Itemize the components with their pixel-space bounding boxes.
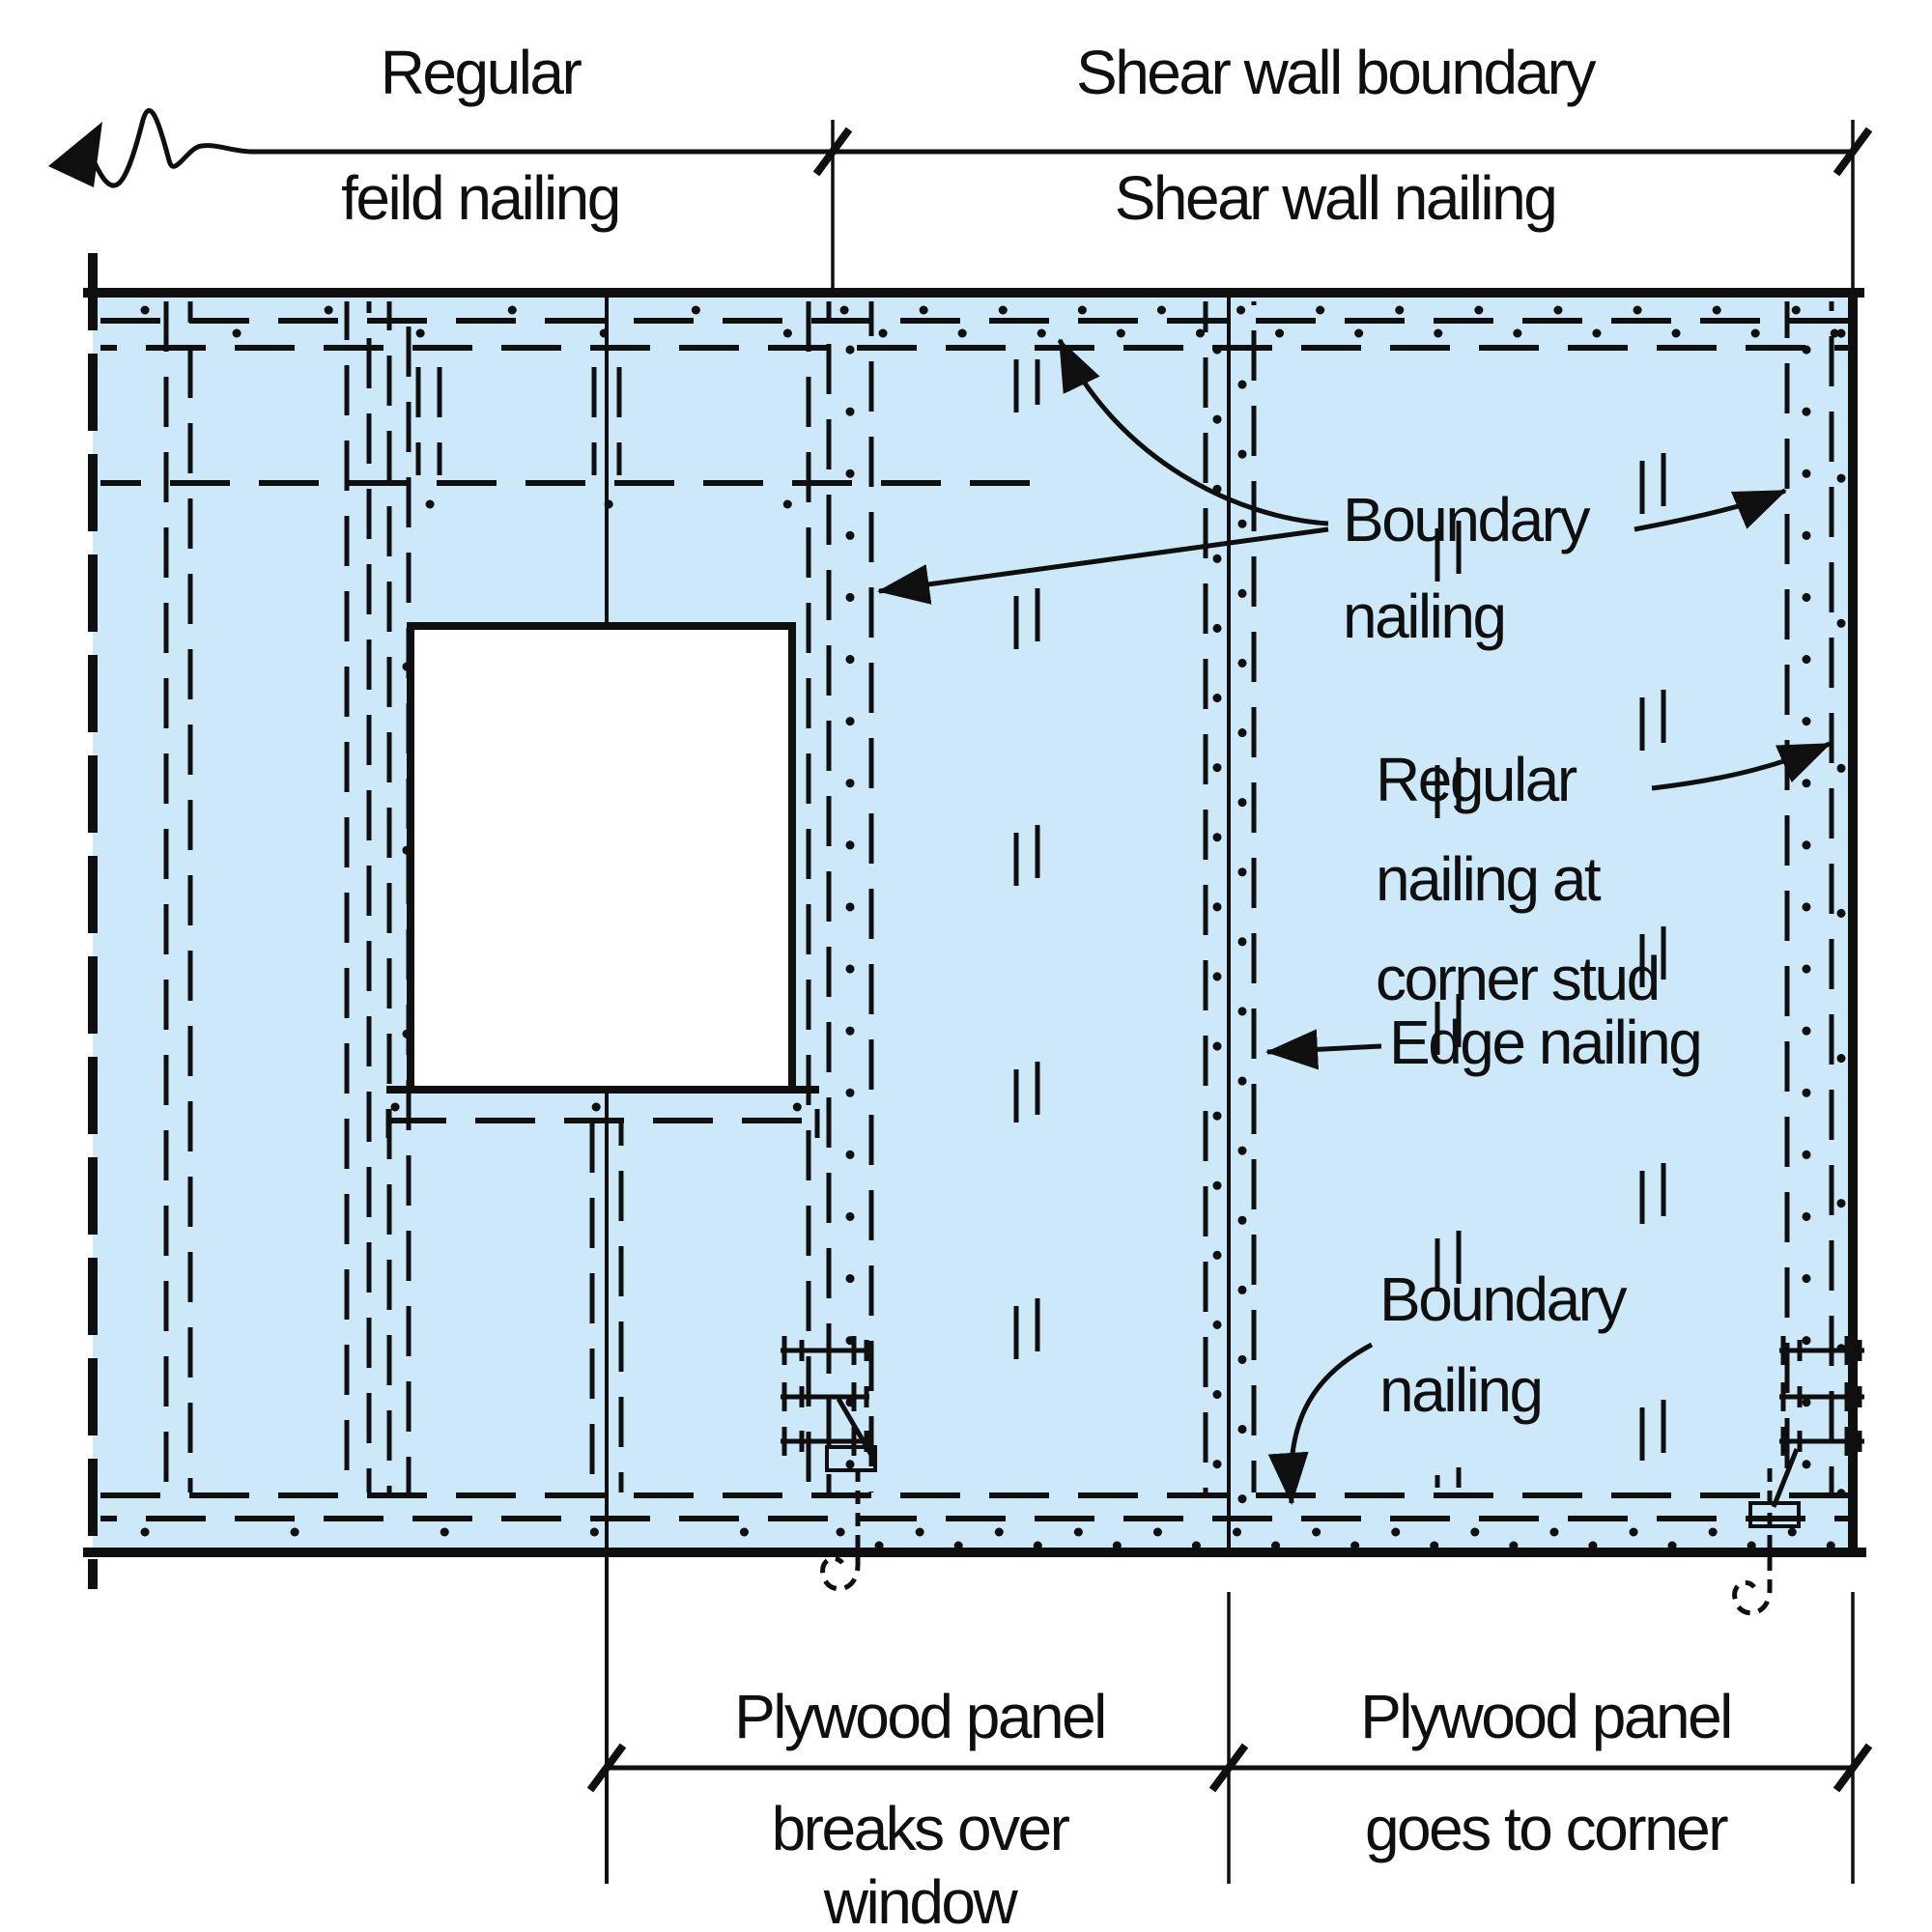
hold-down-bracket <box>825 1445 877 1472</box>
arrow-to-corner-boundary-nailing <box>1634 488 1787 532</box>
dim-label-goes-to-corner: goes to corner <box>1364 1794 1729 1863</box>
wall-sheathing-fill <box>93 292 1857 1553</box>
dim-label-shear-wall-nailing: Shear wall nailing <box>1114 163 1558 233</box>
dim-label-feild-nailing: feild nailing <box>341 163 621 233</box>
dim-label-regular: Regular <box>380 38 582 107</box>
dim-label-plywood-panel-left: Plywood panel <box>734 1682 1107 1751</box>
anchor-bolts-icon <box>1779 1336 1864 1456</box>
bottom-dimension <box>586 1592 1873 1884</box>
dim-label-shear-wall-boundary: Shear wall boundary <box>1076 38 1596 107</box>
arrow-to-corner-stud-nailing <box>1651 741 1832 791</box>
callout-regular-nailing-corner-stud: Regular nailing at corner stud <box>1376 745 1661 1013</box>
anchor-bolts-icon <box>781 1336 869 1456</box>
field-studs-left <box>163 301 624 1492</box>
squiggle-arrowhead-icon <box>48 122 102 187</box>
arrow-to-edge-nailing <box>1265 1029 1382 1070</box>
shear-interior-studs <box>1013 359 1666 1488</box>
top-dimension <box>48 107 1873 290</box>
dim-label-breaks-over: breaks over <box>771 1794 1070 1863</box>
wall-panel <box>93 292 1857 1553</box>
plywood-panel-joint <box>1203 292 1257 1553</box>
dimension-tick <box>586 1743 627 1793</box>
callout-edge-nailing: Edge nailing <box>1389 1008 1703 1077</box>
anchor-j-bolt-icon <box>1732 1468 1773 1616</box>
corner-stud-cluster <box>1784 301 1846 1512</box>
arrow-to-bottom-boundary-nailing <box>1267 1342 1374 1505</box>
callout-boundary-nailing-lower: Boundary nailing <box>1379 1264 1627 1425</box>
wall-frame-edges <box>83 253 1866 1589</box>
wall-plates <box>100 318 1851 1521</box>
hold-down-strap <box>1771 1448 1800 1508</box>
window-rect <box>407 622 796 1094</box>
window-opening <box>385 292 820 1884</box>
dim-label-window: window <box>823 1867 1018 1932</box>
callout-arrows <box>877 338 1832 1505</box>
callout-boundary-nailing-upper: Boundary nailing <box>1343 485 1590 651</box>
hold-down-bracket <box>1748 1501 1801 1528</box>
arrow-to-top-boundary-nailing <box>1057 338 1329 526</box>
hold-down-right <box>1732 1336 1864 1616</box>
shear-boundary-stud-cluster <box>806 301 874 1512</box>
squiggle-leader-icon <box>89 107 254 188</box>
nailing-dot-rows <box>140 305 1856 1550</box>
hold-down-left <box>781 1336 877 1592</box>
arrow-to-panel-boundary-nailing <box>877 526 1329 605</box>
dim-label-plywood-panel-right: Plywood panel <box>1360 1682 1733 1751</box>
